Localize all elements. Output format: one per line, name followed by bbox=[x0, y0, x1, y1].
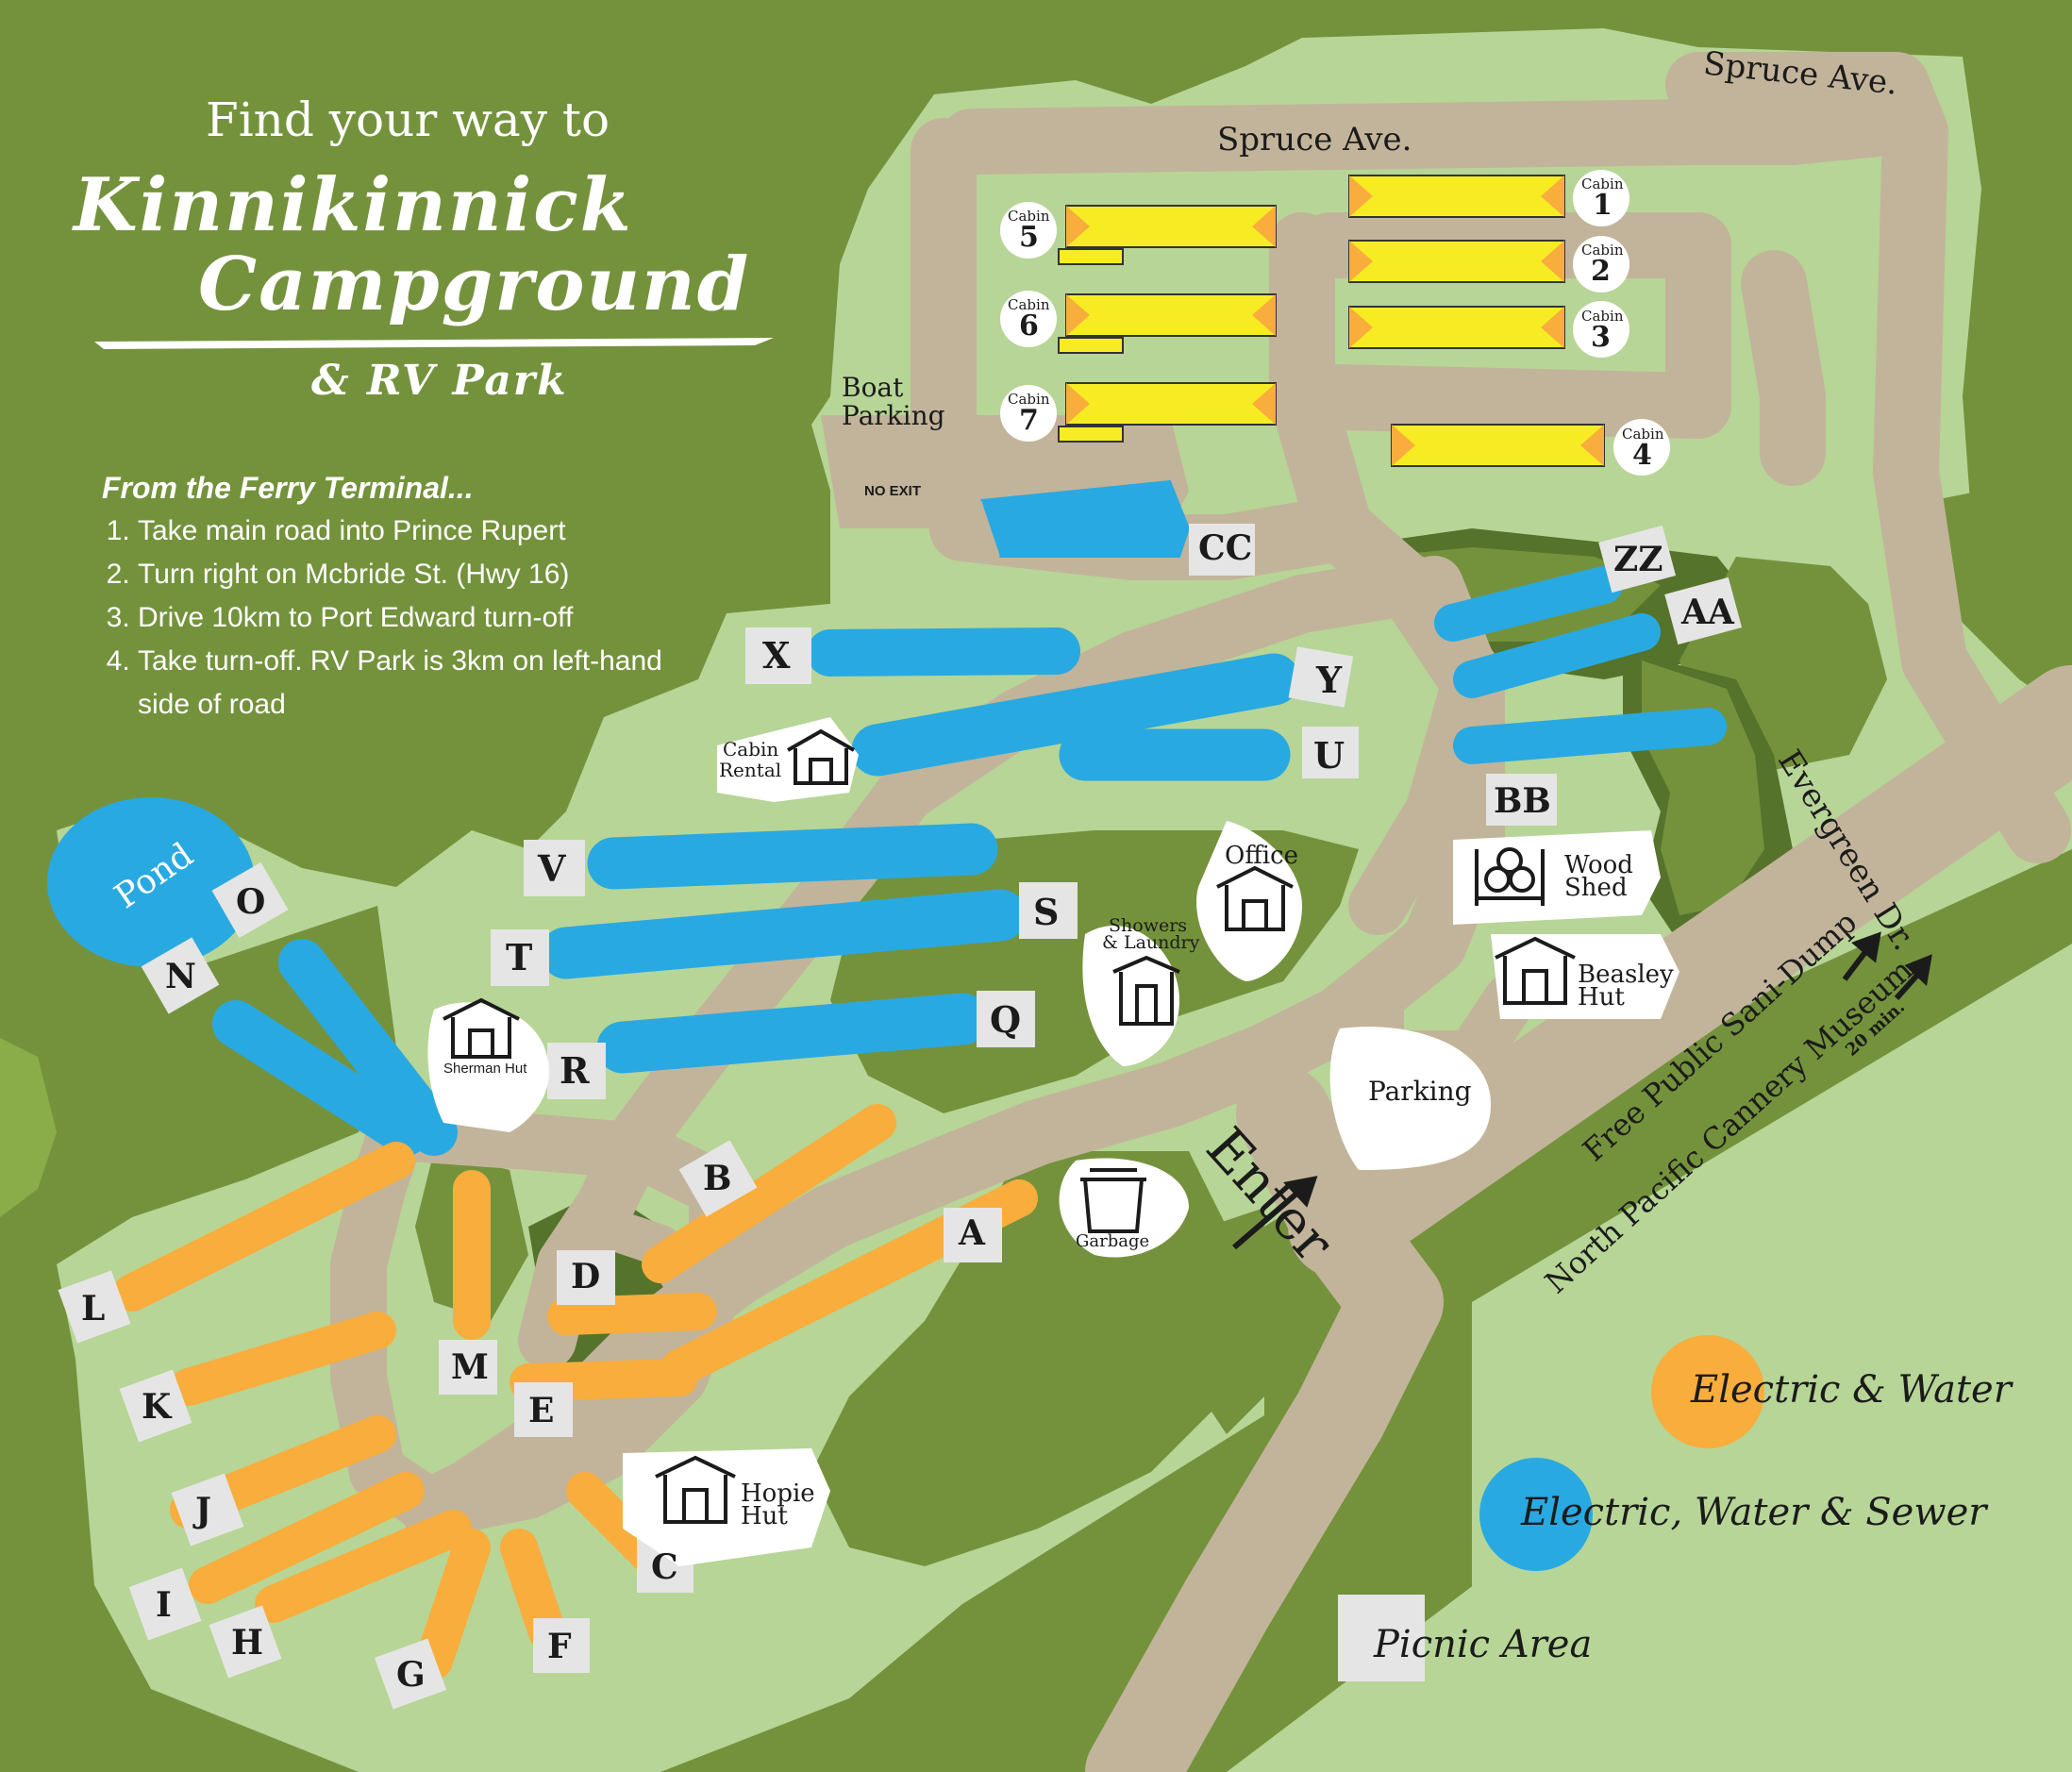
showers-label: Showers bbox=[1109, 915, 1188, 936]
beasley-hut-label: Beasley bbox=[1578, 961, 1674, 989]
cabin-2-number: 2 bbox=[1591, 255, 1611, 288]
house-icon bbox=[443, 997, 520, 1059]
blue-legend-swatch bbox=[1479, 1458, 1593, 1571]
cabin-6-word: Cabin bbox=[1008, 296, 1050, 313]
site-r: R bbox=[560, 1049, 590, 1092]
site-bb: BB bbox=[1494, 781, 1551, 821]
cabin-1-word: Cabin bbox=[1581, 176, 1624, 192]
cabin-1-number: 1 bbox=[1593, 189, 1612, 222]
house-icon bbox=[787, 728, 855, 785]
orange-legend-swatch bbox=[1651, 1335, 1764, 1448]
direction-step: Take turn-off. RV Park is 3km on left-ha… bbox=[138, 640, 687, 727]
direction-step: Drive 10km to Port Edward turn-off bbox=[138, 596, 687, 640]
house-icon bbox=[655, 1455, 736, 1524]
site-j: J bbox=[195, 1491, 212, 1530]
cabin-2-word: Cabin bbox=[1581, 242, 1624, 259]
no-exit-label: NO EXIT bbox=[864, 483, 922, 499]
site-zz: ZZ bbox=[1613, 540, 1663, 579]
title-line1: Find your way to bbox=[206, 92, 610, 147]
site-b: B bbox=[703, 1159, 732, 1198]
wood-shed-label: Wood bbox=[1564, 851, 1633, 879]
title-line4: & RV Park bbox=[311, 357, 568, 405]
site-u: U bbox=[1313, 734, 1345, 777]
site-y: Y bbox=[1316, 659, 1343, 701]
site-v: V bbox=[538, 847, 566, 890]
site-h: H bbox=[231, 1623, 264, 1663]
arrow-icon bbox=[1232, 1176, 1318, 1250]
wood-pile-icon bbox=[1475, 847, 1545, 906]
site-i: I bbox=[156, 1585, 172, 1625]
site-s: S bbox=[1033, 891, 1060, 933]
site-o: O bbox=[236, 882, 266, 922]
legend-orange-label: Electric & Water bbox=[1691, 1368, 2012, 1412]
pond bbox=[47, 797, 255, 967]
arrow-icon bbox=[1894, 954, 1932, 1000]
cabin-rental-label-2: Rental bbox=[719, 759, 782, 781]
directions-list: Take main road into Prince Rupert Turn r… bbox=[102, 510, 687, 727]
site-e: E bbox=[528, 1391, 555, 1430]
boat-parking-label-2: Parking bbox=[842, 400, 945, 431]
road-label-spruce-top: Spruce Ave. bbox=[1217, 121, 1412, 159]
site-t: T bbox=[506, 936, 533, 978]
sherman-hut-label: Sherman Hut bbox=[443, 1061, 527, 1077]
arrow-icon bbox=[1842, 931, 1881, 981]
site-a: A bbox=[959, 1213, 985, 1253]
house-icon bbox=[1112, 955, 1180, 1026]
cabin-4-word: Cabin bbox=[1622, 426, 1664, 443]
wood-shed-label-2: Shed bbox=[1564, 874, 1628, 902]
cabin-7-word: Cabin bbox=[1008, 391, 1050, 408]
cabin-5-number: 5 bbox=[1019, 221, 1039, 254]
cabin-6-number: 6 bbox=[1019, 309, 1039, 343]
site-cc: CC bbox=[1198, 528, 1253, 568]
site-n: N bbox=[165, 957, 196, 996]
boat-parking-label: Boat bbox=[842, 372, 904, 403]
cabin-rental-label: Cabin bbox=[723, 738, 779, 761]
site-x: X bbox=[762, 634, 791, 677]
cabin-3-number: 3 bbox=[1591, 321, 1611, 354]
garbage-label: Garbage bbox=[1076, 1231, 1150, 1251]
directions-heading: From the Ferry Terminal... bbox=[102, 471, 474, 505]
legend-picnic-label: Picnic Area bbox=[1374, 1623, 1593, 1666]
direction-step: Take main road into Prince Rupert bbox=[138, 510, 687, 553]
site-g: G bbox=[396, 1655, 426, 1695]
site-aa: AA bbox=[1681, 593, 1734, 632]
title-line2: Kinnikinnick bbox=[74, 162, 633, 248]
site-f: F bbox=[547, 1627, 572, 1666]
office-label: Office bbox=[1225, 842, 1299, 870]
directions-panel: From the Ferry Terminal... Take main roa… bbox=[102, 466, 687, 727]
laundry-label: & Laundry bbox=[1102, 932, 1200, 953]
legend-blue-label: Electric, Water & Sewer bbox=[1521, 1491, 1987, 1534]
house-icon bbox=[1495, 936, 1576, 1005]
site-d: D bbox=[571, 1257, 601, 1296]
beasley-hut-label-2: Hut bbox=[1578, 983, 1625, 1011]
dumpster-icon bbox=[1080, 1168, 1146, 1233]
direction-step: Turn right on Mcbride St. (Hwy 16) bbox=[138, 553, 687, 596]
cabin-5-word: Cabin bbox=[1008, 208, 1050, 225]
site-m: M bbox=[451, 1347, 489, 1387]
site-l: L bbox=[81, 1289, 106, 1329]
title-line3: Campground bbox=[198, 242, 751, 327]
house-icon bbox=[1216, 865, 1294, 931]
cabin-3-word: Cabin bbox=[1581, 308, 1624, 325]
site-q: Q bbox=[990, 998, 1022, 1041]
parking-label: Parking bbox=[1368, 1076, 1472, 1107]
cabin-7-number: 7 bbox=[1019, 404, 1039, 437]
picnic-legend-swatch bbox=[1338, 1595, 1425, 1681]
hopie-hut-label: Hopie bbox=[741, 1479, 815, 1508]
site-k: K bbox=[142, 1387, 172, 1427]
site-c: C bbox=[651, 1547, 678, 1587]
hopie-hut-label-2: Hut bbox=[741, 1502, 788, 1530]
cabin-4-number: 4 bbox=[1632, 439, 1652, 472]
